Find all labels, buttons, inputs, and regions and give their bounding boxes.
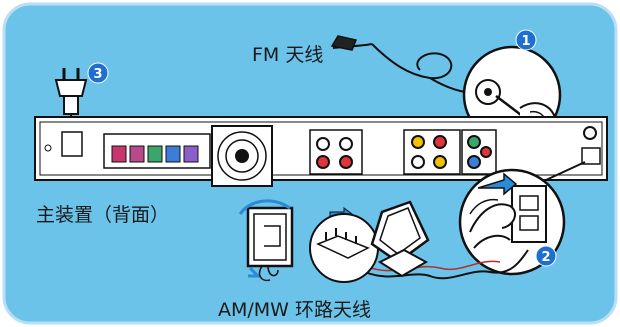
fm-antenna-label: FM 天线: [252, 44, 324, 66]
step-badge-3-label: 3: [93, 67, 102, 82]
step-badge-1-label: 1: [521, 34, 530, 49]
step-badge-2: 2: [535, 245, 557, 267]
fm-antenna-plug: [330, 35, 358, 51]
am-magnifier-connector-line: [545, 161, 586, 181]
step-badge-1: 1: [515, 29, 537, 51]
am-mw-loop-antenna-label: AM/MW 环路天线: [218, 299, 372, 321]
am-antenna-wire: [359, 249, 529, 280]
step-badge-3: 3: [87, 62, 109, 84]
step-badge-2-label: 2: [541, 250, 550, 265]
am-connection-magnifier: [458, 168, 566, 276]
stand-detail-magnifier: [309, 213, 379, 283]
main-unit-back-label: 主装置（背面）: [36, 204, 170, 226]
am-loop-antenna-assembled: [370, 200, 430, 278]
am-antenna-wire-red: [364, 260, 501, 272]
am-loop-antenna-left: [238, 199, 294, 282]
